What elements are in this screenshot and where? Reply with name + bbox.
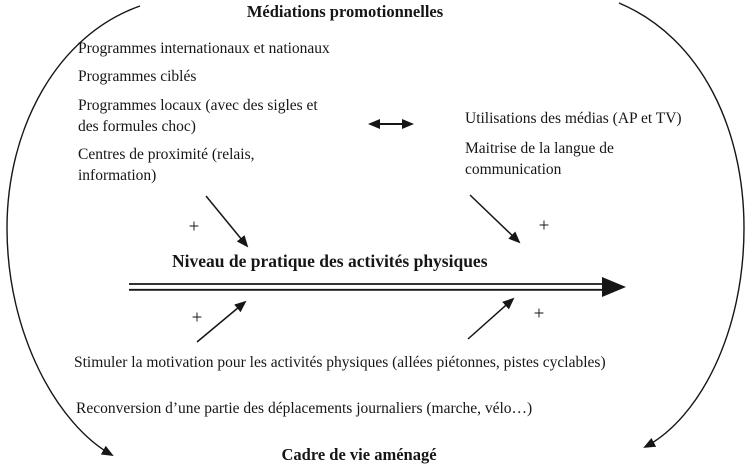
right-item-language-mastery: Maitrise de la langue de communication [465,140,614,178]
top-title: Médiations promotionnelles [246,2,444,21]
main-axis-arrow [129,277,626,297]
plus-label-top-left: + [188,216,200,238]
curved-arrow-right [618,2,745,448]
left-item-local-programs: Programmes locaux (avec des sigles et de… [78,97,318,135]
influence-arrow-top-left [205,195,249,248]
bottom-title: Cadre de vie aménagé [281,445,437,464]
center-label: Niveau de pratique des activités physiqu… [172,251,488,271]
bottom-item-motivation: Stimuler la motivation pour les activité… [74,354,606,371]
right-item-media-use: Utilisations des médias (AP et TV) [465,110,682,127]
plus-label-bottom-right: + [533,303,545,325]
influence-arrow-top-right [469,194,521,244]
influence-arrow-bottom-right [467,297,515,340]
bottom-item-reconversion: Reconversion d’une partie des déplacemen… [76,400,533,417]
influence-arrow-bottom-left [196,300,247,343]
left-item-targeted-programs: Programmes ciblés [78,68,197,85]
left-item-proximity-centers: Centres de proximité (relais, informatio… [78,146,255,184]
left-item-international-programs: Programmes internationaux et nationaux [78,40,330,57]
plus-label-top-right: + [538,215,550,237]
curved-arrow-left [6,5,141,456]
plus-label-bottom-left: + [191,307,203,329]
